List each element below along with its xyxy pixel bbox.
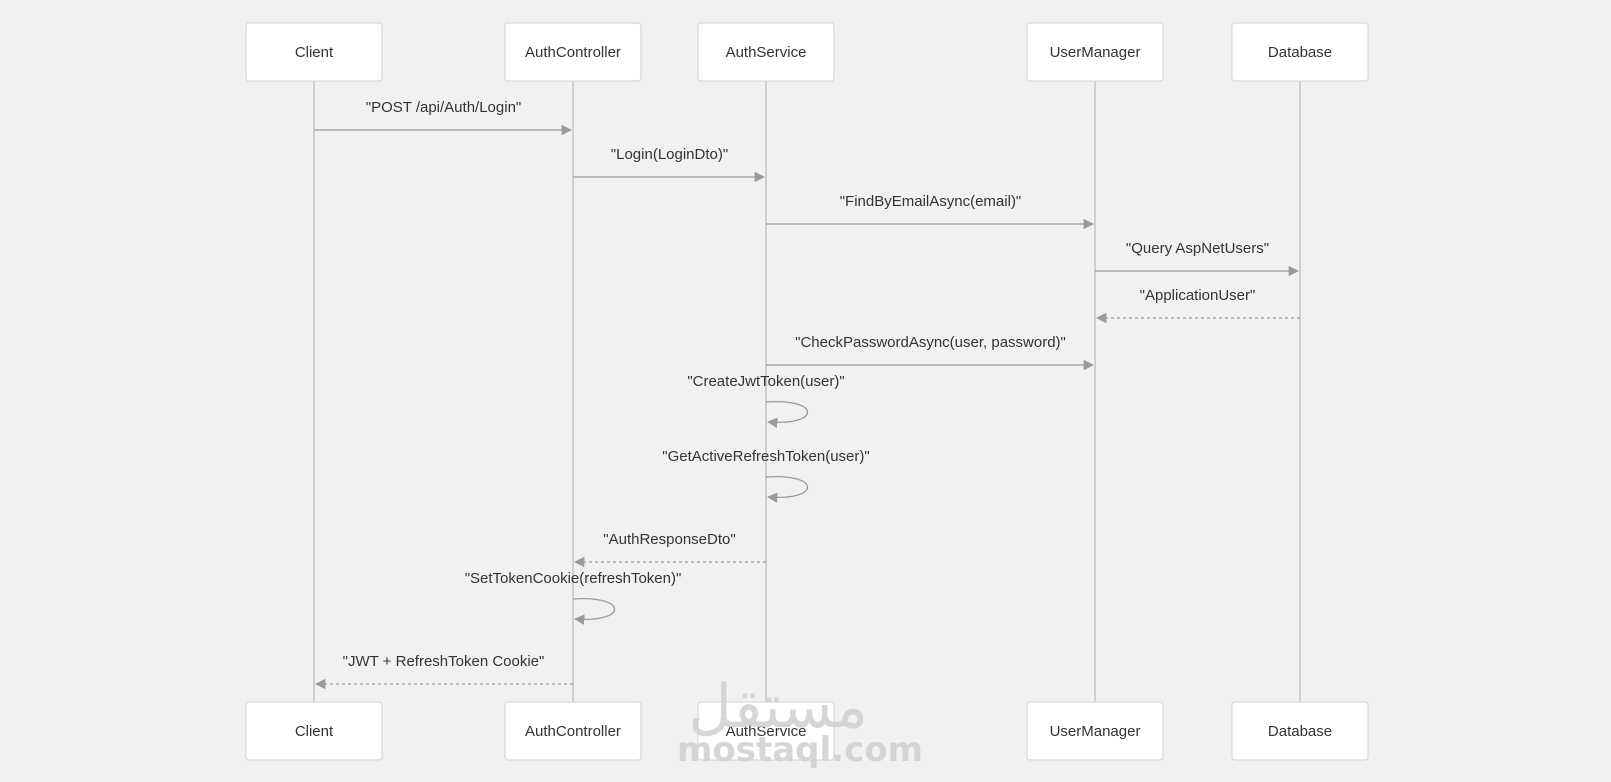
message-label: "CheckPasswordAsync(user, password)": [795, 334, 1066, 351]
self-message-arrow: [572, 597, 616, 625]
message-label: "Query AspNetUsers": [1126, 240, 1269, 257]
message-settokencookie-refreshtoken: "SetTokenCookie(refreshToken)": [465, 570, 682, 625]
message-checkpasswordasync-user-password: "CheckPasswordAsync(user, password)": [766, 334, 1095, 371]
participant-label: AuthService: [726, 723, 807, 740]
participant-database-top: Database: [1231, 22, 1369, 82]
participant-client-bottom: Client: [245, 701, 383, 761]
participant-label: AuthController: [525, 44, 621, 61]
message-getactiverefreshtoken-user: "GetActiveRefreshToken(user)": [662, 448, 870, 503]
participant-label: AuthService: [726, 44, 807, 61]
message-applicationuser: "ApplicationUser": [1095, 287, 1300, 324]
watermark-logo: مستقل mostaql.com: [677, 672, 923, 770]
message-authresponsedto: "AuthResponseDto": [573, 531, 766, 568]
participant-label: Database: [1268, 44, 1332, 61]
participant-box: [1231, 701, 1369, 761]
participant-box: [1231, 22, 1369, 82]
lifelines: [313, 81, 1301, 702]
watermark-latin: mostaql.com: [677, 730, 923, 770]
participant-usermanager-top: UserManager: [1026, 22, 1164, 82]
message-post-api-auth-login: "POST /api/Auth/Login": [314, 99, 573, 136]
participant-usermanager-bottom: UserManager: [1026, 701, 1164, 761]
messages: "POST /api/Auth/Login" "Login(LoginDto)" "…: [314, 99, 1300, 690]
message-login-logindto: "Login(LoginDto)": [573, 146, 766, 183]
message-findbyemailasync-email: "FindByEmailAsync(email)": [766, 193, 1095, 230]
participant-database-bottom: Database: [1231, 701, 1369, 761]
participant-label: AuthController: [525, 723, 621, 740]
participant-authcontroller-top: AuthController: [504, 22, 642, 82]
message-label: "SetTokenCookie(refreshToken)": [465, 570, 682, 587]
participant-label: Client: [295, 723, 334, 740]
participant-client-top: Client: [245, 22, 383, 82]
participant-authservice-top: AuthService: [697, 22, 835, 82]
participant-box: [504, 22, 642, 82]
message-query-aspnetusers: "Query AspNetUsers": [1095, 240, 1300, 277]
participants-bottom: Client AuthController AuthService UserManag…: [245, 701, 1369, 761]
participant-box: [1026, 22, 1164, 82]
participant-box: [1026, 701, 1164, 761]
participant-box: [504, 701, 642, 761]
participant-box: [245, 22, 383, 82]
participant-box: [245, 701, 383, 761]
message-label: "ApplicationUser": [1140, 287, 1256, 304]
self-message-arrow: [765, 400, 809, 428]
message-label: "Login(LoginDto)": [611, 146, 728, 163]
message-label: "GetActiveRefreshToken(user)": [662, 448, 869, 465]
message-label: "JWT + RefreshToken Cookie": [343, 653, 545, 670]
message-createjwttoken-user: "CreateJwtToken(user)": [687, 373, 845, 428]
message-label: "POST /api/Auth/Login": [366, 99, 521, 116]
participant-authcontroller-bottom: AuthController: [504, 701, 642, 761]
message-label: "AuthResponseDto": [603, 531, 735, 548]
participant-label: UserManager: [1050, 723, 1141, 740]
message-jwt-refreshtoken-cookie: "JWT + RefreshToken Cookie": [314, 653, 573, 690]
participant-label: Client: [295, 44, 334, 61]
participant-label: UserManager: [1050, 44, 1141, 61]
message-label: "CreateJwtToken(user)": [687, 373, 844, 390]
participant-box: [697, 701, 835, 761]
participants-top: Client AuthController AuthService UserManag…: [245, 22, 1369, 82]
participant-box: [697, 22, 835, 82]
watermark-arabic: مستقل: [688, 672, 868, 742]
participant-label: Database: [1268, 723, 1332, 740]
participant-authservice-bottom: AuthService: [697, 701, 835, 761]
message-label: "FindByEmailAsync(email)": [840, 193, 1022, 210]
self-message-arrow: [765, 475, 809, 503]
